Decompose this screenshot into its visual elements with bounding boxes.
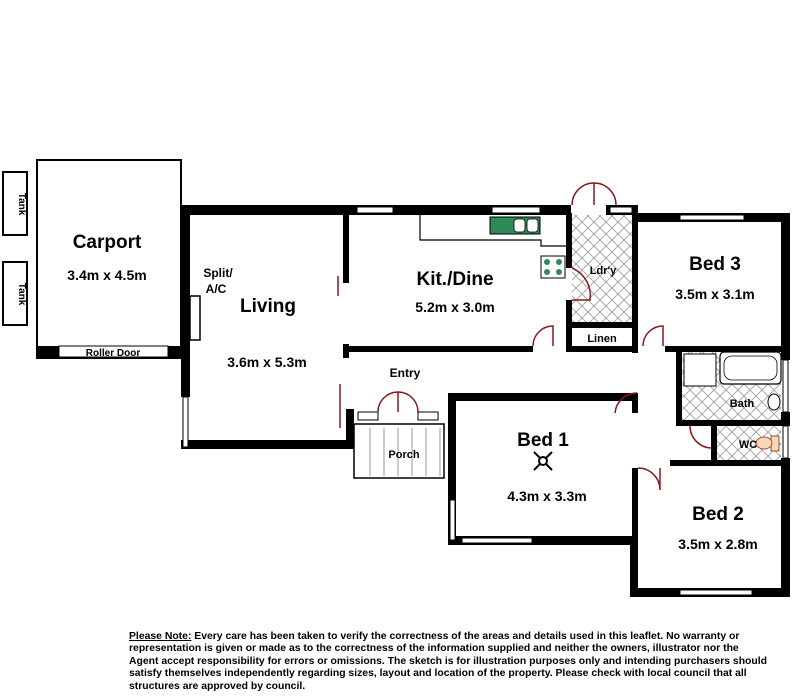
bed2-dims: 3.5m x 2.8m bbox=[678, 536, 757, 552]
windows bbox=[182, 206, 789, 596]
floor-plan: Tank Tank Roller Door Carport 3.4m x 4.5… bbox=[2, 159, 790, 597]
bed1-name: Bed 1 bbox=[517, 430, 569, 451]
basin bbox=[767, 393, 781, 411]
carport-dims: 3.4m x 4.5m bbox=[67, 267, 146, 283]
laundry-floor bbox=[572, 215, 632, 322]
wc-label: WC bbox=[739, 439, 757, 451]
bed3-dims: 3.5m x 3.1m bbox=[675, 286, 754, 302]
kitchen-bench bbox=[419, 215, 566, 247]
bed3-name: Bed 3 bbox=[689, 254, 741, 275]
living-dims: 3.6m x 5.3m bbox=[227, 354, 306, 370]
bed2-name: Bed 2 bbox=[692, 504, 744, 525]
living-name: Living bbox=[240, 296, 296, 317]
shower bbox=[683, 353, 717, 387]
kitchen-sink bbox=[489, 216, 541, 235]
split-ac-label-2: A/C bbox=[206, 282, 227, 296]
kitdine-dims: 5.2m x 3.0m bbox=[415, 299, 494, 315]
kitdine-name: Kit./Dine bbox=[416, 269, 493, 290]
bath-label: Bath bbox=[730, 398, 755, 410]
stove-icon bbox=[540, 255, 566, 279]
disclaimer-note: Please Note: Every care has been taken t… bbox=[129, 631, 769, 693]
tank-1: Tank bbox=[2, 171, 28, 236]
tank-2-label: Tank bbox=[16, 283, 27, 306]
carport: Roller Door Carport 3.4m x 4.5m bbox=[36, 159, 182, 359]
laundry-label: Ldr'y bbox=[590, 265, 617, 277]
tank-2: Tank bbox=[2, 261, 28, 326]
entry-label: Entry bbox=[390, 366, 421, 380]
ceiling-fan-icon bbox=[533, 451, 553, 471]
disclaimer-label: Please Note: bbox=[129, 631, 192, 642]
carport-name: Carport bbox=[73, 232, 142, 253]
bed1-dims: 4.3m x 3.3m bbox=[507, 488, 586, 504]
toilet-icon bbox=[755, 435, 780, 452]
doors bbox=[337, 182, 713, 491]
porch: Porch bbox=[353, 411, 445, 479]
disclaimer-text: Every care has been taken to verify the … bbox=[129, 631, 767, 692]
roller-door-label: Roller Door bbox=[86, 348, 141, 359]
tank-1-label: Tank bbox=[16, 193, 27, 216]
interior-walls bbox=[343, 213, 790, 544]
porch-label: Porch bbox=[388, 449, 419, 461]
split-ac-label-1: Split/ bbox=[203, 266, 233, 280]
split-ac-unit bbox=[189, 295, 201, 341]
linen-label: Linen bbox=[587, 333, 617, 345]
